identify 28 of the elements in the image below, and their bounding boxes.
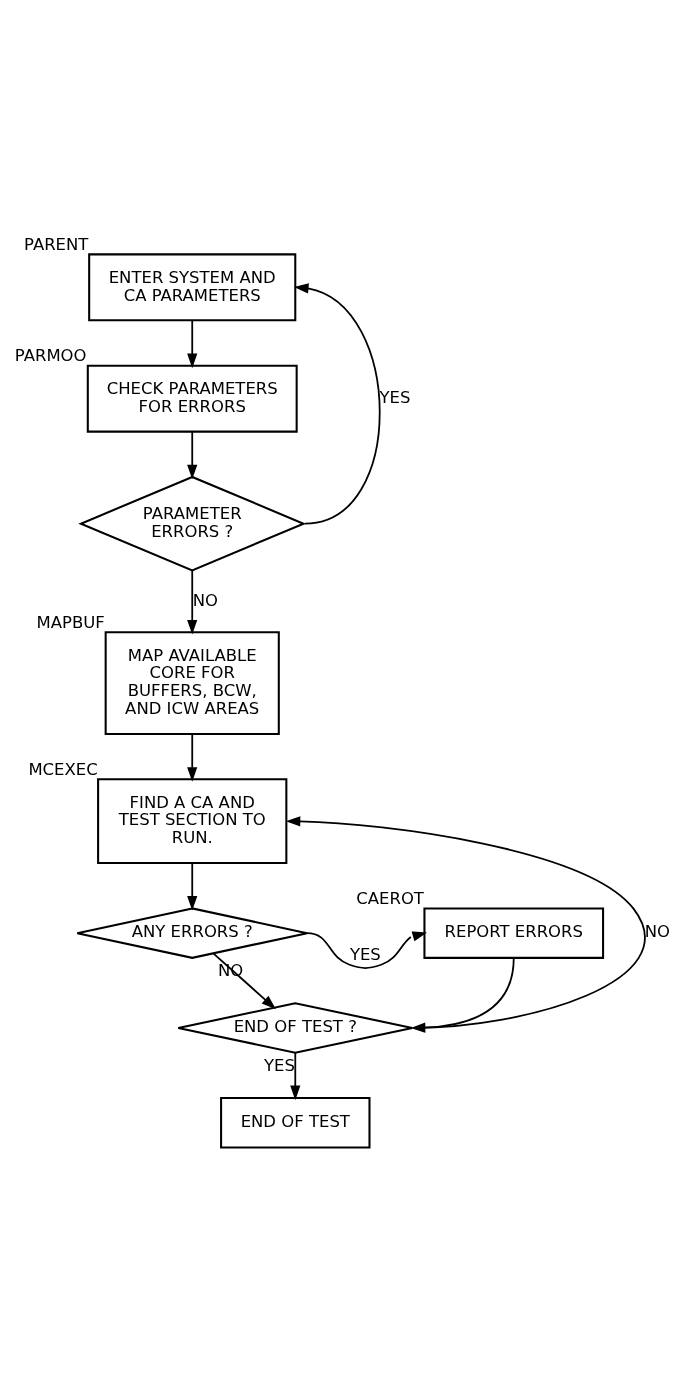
- arrow: [187, 862, 198, 911]
- node-box: REPORT ERRORS: [423, 907, 605, 959]
- edge-label: YES: [264, 1055, 295, 1075]
- arrow: [293, 283, 381, 525]
- arrow: [285, 816, 646, 1029]
- node-label: PARMOO: [14, 345, 87, 365]
- node-box: ENTER SYSTEM AND CA PARAMETERS: [88, 253, 297, 322]
- node-diamond: ANY ERRORS ?: [76, 907, 309, 959]
- node-box: MAP AVAILABLE CORE FOR BUFFERS, BCW, AND ICW AREAS: [104, 631, 280, 735]
- edge-label: YES: [349, 945, 381, 965]
- arrow: [212, 952, 276, 1010]
- node-box: END OF TEST: [220, 1097, 371, 1149]
- arrow: [187, 319, 198, 369]
- arrow: [187, 733, 198, 782]
- node-label: CAEROT: [356, 888, 424, 908]
- arrow: [306, 931, 428, 969]
- edge-label: NO: [192, 590, 218, 610]
- node-label: PARENT: [24, 234, 89, 254]
- arrow: [187, 569, 198, 635]
- node-label: MAPBUF: [36, 612, 105, 632]
- node-box: FIND A CA AND TEST SECTION TO RUN.: [97, 778, 288, 865]
- node-diamond: PARAMETER ERRORS ?: [78, 475, 307, 572]
- node-label: MCEXEC: [28, 759, 98, 779]
- node-box: CHECK PARAMETERS FOR ERRORS: [86, 364, 298, 433]
- edge-label: NO: [644, 922, 670, 942]
- arrow: [187, 431, 198, 480]
- node-diamond: END OF TEST ?: [177, 1002, 414, 1054]
- arrow: [290, 1052, 301, 1101]
